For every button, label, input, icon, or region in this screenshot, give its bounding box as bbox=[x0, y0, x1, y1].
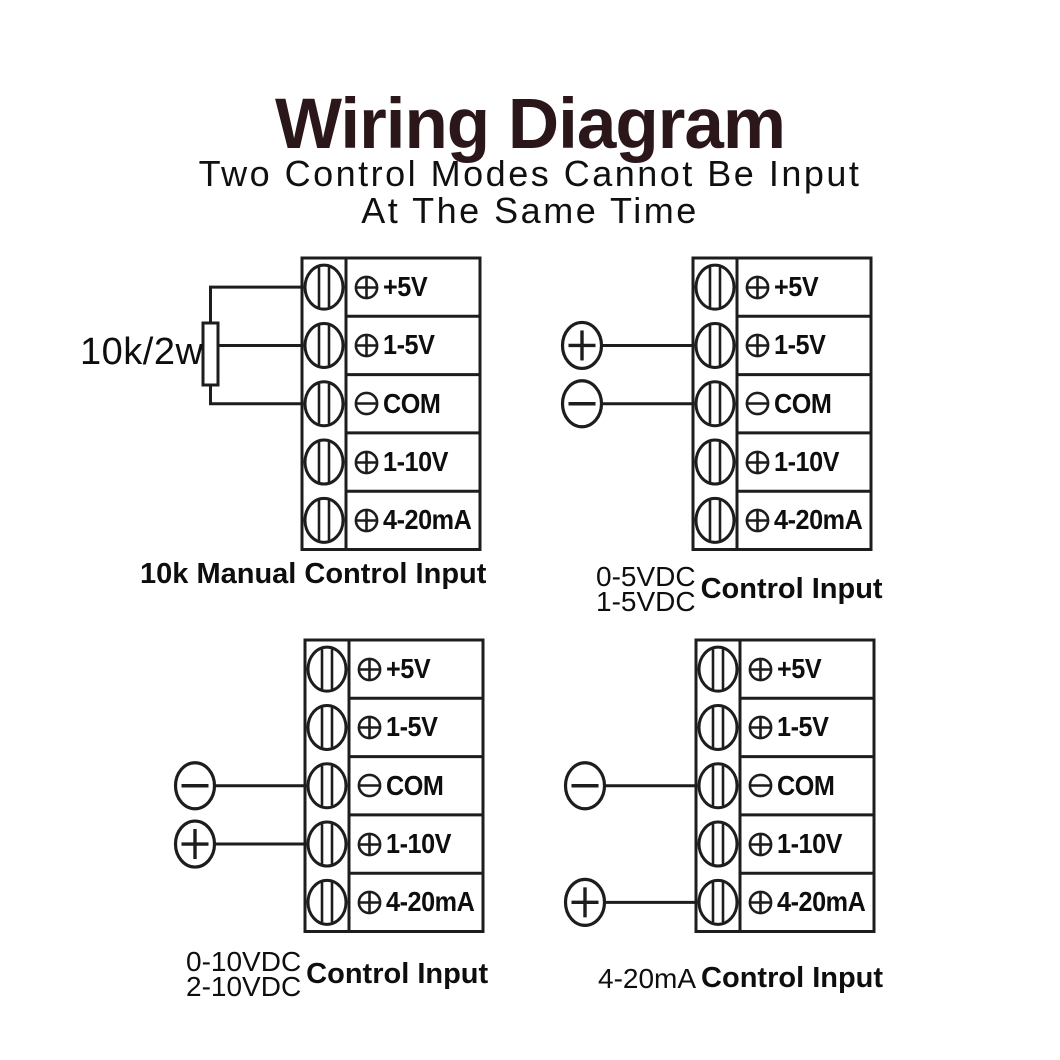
screw-terminal-icon bbox=[306, 703, 348, 751]
screw-terminal-icon bbox=[303, 321, 345, 369]
screw-terminal-icon bbox=[306, 820, 348, 868]
screw-terminal-icon bbox=[306, 762, 348, 810]
caption-range-line: 0-5VDC bbox=[596, 561, 696, 592]
label-column bbox=[738, 638, 876, 933]
subtitle-line-1: Two Control Modes Cannot Be Input bbox=[198, 153, 862, 194]
caption-range-line: 1-5VDC bbox=[596, 586, 696, 617]
screw-terminal-icon bbox=[694, 263, 736, 311]
minus-terminal-icon bbox=[173, 761, 217, 811]
screw-terminal-icon bbox=[303, 496, 345, 544]
terminal-block-3 bbox=[303, 638, 485, 933]
plus-terminal-icon bbox=[563, 877, 607, 927]
plus-terminal-icon bbox=[560, 320, 604, 371]
caption-0-10vdc: 0-10VDC 2-10VDC Control Input bbox=[186, 946, 489, 1002]
subtitle: Two Control Modes Cannot Be Input At The… bbox=[0, 155, 1060, 229]
caption-control-input: Control Input bbox=[700, 572, 883, 605]
caption-manual-control: 10k Manual Control Input bbox=[140, 558, 487, 590]
caption-0-5vdc: 0-5VDC 1-5VDC Control Input bbox=[596, 561, 883, 617]
screw-terminal-icon bbox=[306, 645, 348, 693]
screw-terminal-icon bbox=[694, 321, 736, 369]
screw-terminal-icon bbox=[694, 380, 736, 428]
screw-terminal-icon bbox=[303, 438, 345, 486]
screw-terminal-icon bbox=[697, 762, 739, 810]
caption-control-input: Control Input bbox=[701, 962, 884, 994]
caption-range-line: 0-10VDC bbox=[186, 946, 302, 977]
terminal-block-4 bbox=[694, 638, 876, 933]
screw-terminal-icon bbox=[306, 878, 348, 926]
page-title: Wiring Diagram bbox=[274, 84, 786, 164]
caption-control-input: Control Input bbox=[306, 957, 489, 990]
screw-terminal-icon bbox=[697, 878, 739, 926]
caption-4-20ma: 4-20mA Control Input bbox=[598, 962, 883, 995]
terminal-block-2 bbox=[691, 256, 873, 551]
screw-terminal-icon bbox=[697, 820, 739, 868]
potentiometer-symbol bbox=[201, 321, 220, 387]
screw-terminal-icon bbox=[694, 496, 736, 544]
label-column bbox=[735, 256, 873, 551]
caption-range-line: 4-20mA bbox=[598, 963, 697, 994]
plus-terminal-icon bbox=[173, 819, 217, 869]
screw-terminal-icon bbox=[303, 380, 345, 428]
screw-terminal-icon bbox=[303, 263, 345, 311]
screw-terminal-icon bbox=[697, 703, 739, 751]
screw-terminal-icon bbox=[694, 438, 736, 486]
minus-terminal-icon bbox=[563, 761, 607, 811]
subtitle-line-2: At The Same Time bbox=[361, 190, 699, 231]
terminal-block-1 bbox=[300, 256, 482, 551]
caption-current-range: 4-20mA bbox=[598, 963, 697, 994]
screw-terminal-icon bbox=[697, 645, 739, 693]
minus-terminal-icon bbox=[560, 379, 604, 429]
label-column bbox=[344, 256, 482, 551]
caption-range-line: 2-10VDC bbox=[186, 971, 302, 1002]
potentiometer-label: 10k/2w bbox=[80, 331, 204, 373]
wire bbox=[209, 285, 302, 323]
wire bbox=[209, 385, 302, 406]
caption-voltage-ranges: 0-10VDC 2-10VDC bbox=[186, 946, 302, 1002]
caption-voltage-ranges: 0-5VDC 1-5VDC bbox=[596, 561, 696, 617]
label-column bbox=[347, 638, 485, 933]
